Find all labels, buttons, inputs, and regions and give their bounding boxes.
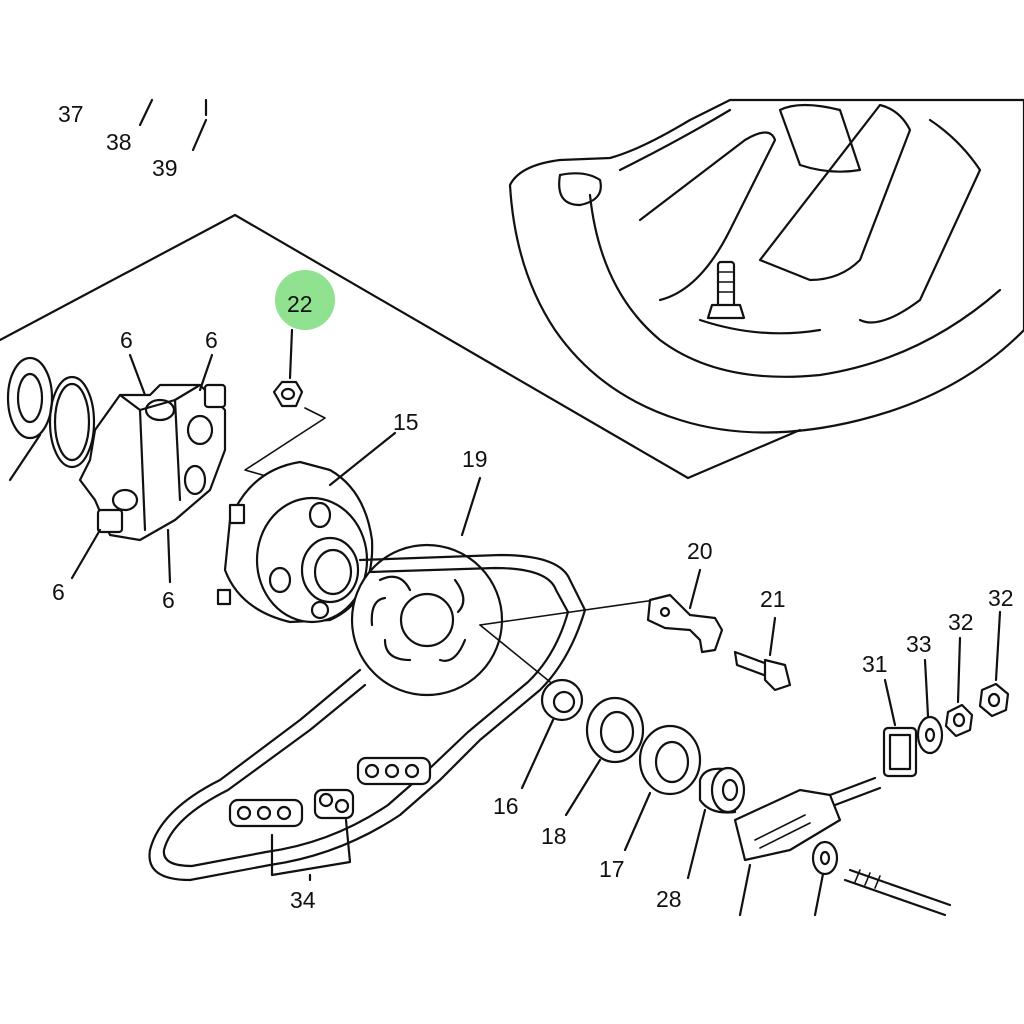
- callout-6-c: 6: [52, 579, 65, 605]
- damper-hub: [78, 383, 227, 542]
- callout-21: 21: [760, 586, 786, 612]
- callout-leaders-top: [138, 98, 208, 152]
- highlight-dot: [275, 270, 335, 330]
- callout-22: 22: [287, 291, 313, 317]
- callout-20: 20: [687, 538, 713, 564]
- callout-labels: 37 38 39 22 6 6 6 6 15 19 20 21 31 33 32…: [52, 101, 1014, 913]
- callout-39: 39: [152, 155, 178, 181]
- collar-16: [520, 678, 584, 790]
- callout-6-b: 6: [205, 327, 218, 353]
- callout-15: 15: [393, 409, 419, 435]
- callout-19: 19: [462, 446, 488, 472]
- collar-28: [686, 766, 746, 880]
- callout-31: 31: [862, 651, 888, 677]
- axle: [843, 868, 952, 917]
- callout-37: 37: [58, 101, 84, 127]
- callout-38: 38: [106, 129, 132, 155]
- callout-34: 34: [290, 887, 316, 913]
- callout-32-b: 32: [988, 585, 1014, 611]
- sprocket-hub: [216, 431, 397, 624]
- bearing-18: [564, 696, 645, 817]
- bracket-20: [646, 568, 724, 654]
- assembly-frame: [0, 213, 802, 480]
- oil-seal-17: [623, 724, 702, 852]
- part-22-highlight: [275, 270, 335, 330]
- callout-leaders-6: [70, 353, 214, 584]
- callout-17: 17: [599, 856, 625, 882]
- washer-33: [916, 658, 944, 755]
- bolt-21: [733, 616, 792, 692]
- callout-28: 28: [656, 886, 682, 912]
- chain-puller: [733, 776, 882, 917]
- nut-32b: [978, 610, 1010, 718]
- callout-6-a: 6: [120, 327, 133, 353]
- callout-6-d: 6: [162, 587, 175, 613]
- nut-32: [944, 636, 974, 738]
- sprocket: [350, 476, 504, 697]
- callout-16: 16: [493, 793, 519, 819]
- o-ring: [48, 375, 96, 469]
- callout-33: 33: [906, 631, 932, 657]
- washer-bottom: [811, 840, 839, 917]
- adjuster-block-31: [882, 678, 918, 778]
- callout-18: 18: [541, 823, 567, 849]
- callout-32: 32: [948, 609, 974, 635]
- nut-22: [244, 328, 326, 481]
- oil-seal: [6, 356, 54, 482]
- chain-joint: [228, 756, 432, 882]
- wheel-rim: [508, 98, 1024, 434]
